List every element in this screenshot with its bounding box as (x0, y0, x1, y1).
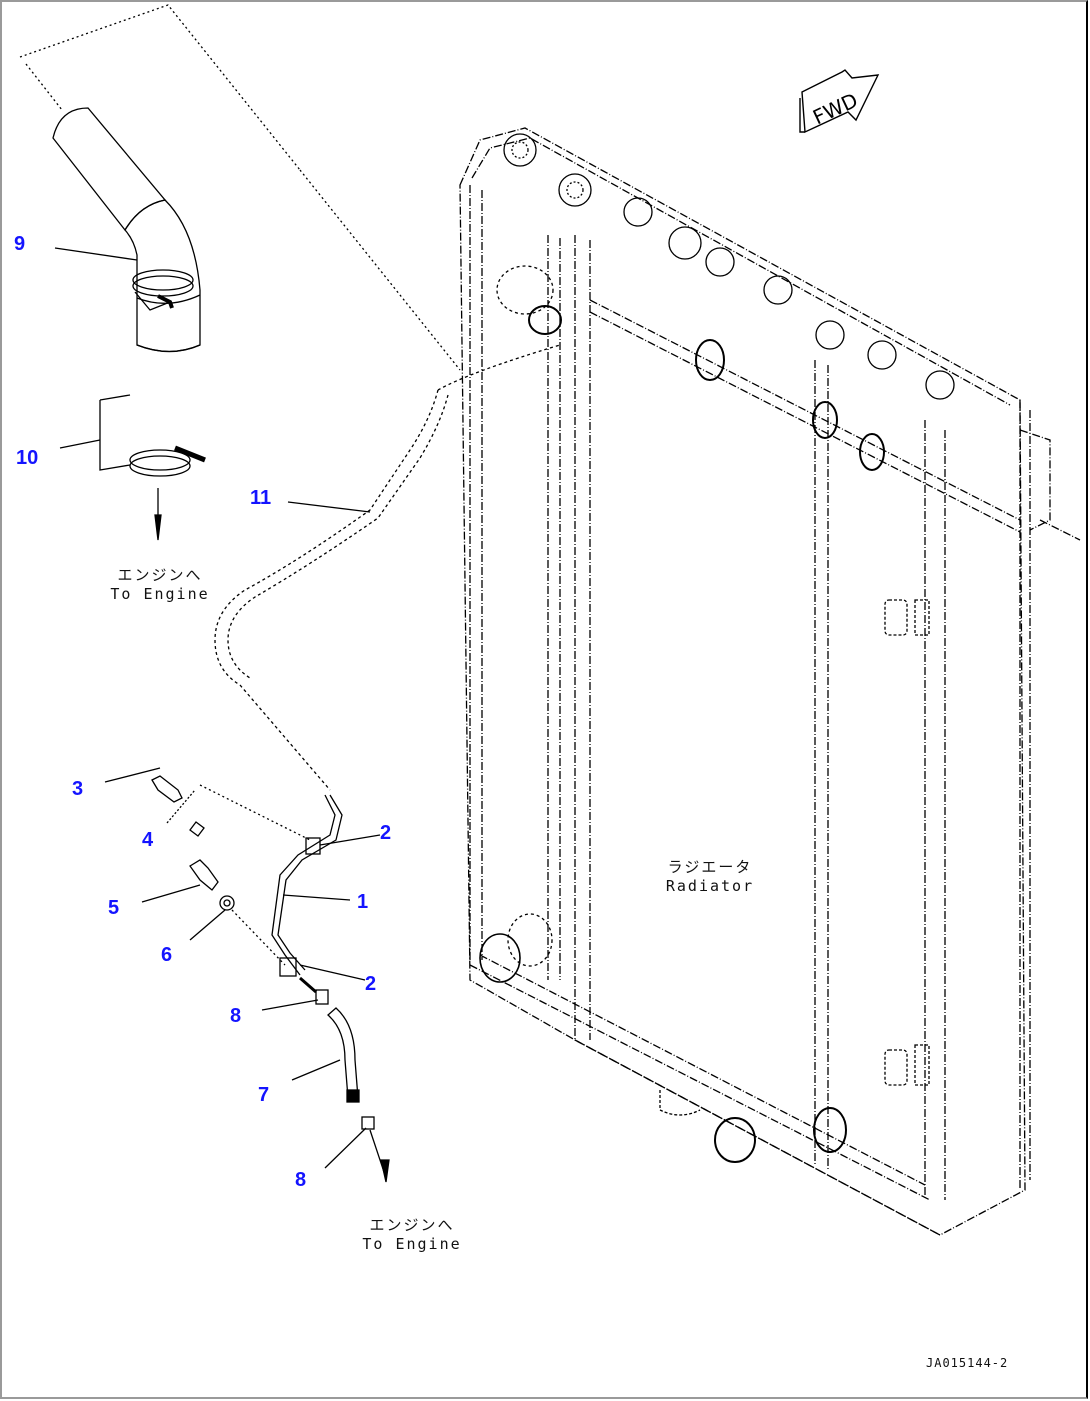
radiator-assembly (459, 127, 1081, 1236)
leader-3 (104, 767, 161, 783)
radiator-label-jp: ラジエータ (667, 858, 753, 876)
callout-part-8-lower[interactable]: 8 (295, 1169, 307, 1191)
note-to-engine-lower: エンジンへ To Engine (352, 1216, 472, 1254)
leader-5 (141, 884, 201, 903)
leader-11 (287, 501, 371, 513)
nut-part-8-lower (361, 1116, 375, 1130)
radiator-label: ラジエータ Radiator (640, 858, 780, 896)
bolt-part-5 (189, 859, 219, 891)
radiator-label-en: Radiator (665, 877, 755, 895)
callout-part-2-upper[interactable]: 2 (380, 822, 392, 844)
leader-2-lower (299, 964, 366, 981)
fwd-label: FWD (809, 88, 861, 129)
leader-7 (291, 1059, 341, 1081)
leader-1 (282, 894, 351, 901)
leader-4 (166, 789, 196, 824)
callout-part-7[interactable]: 7 (258, 1084, 270, 1106)
clamp-part-2-lower (279, 957, 297, 977)
note-to-engine-upper: エンジンへ To Engine (100, 566, 220, 604)
nut-part-8-upper (315, 989, 329, 1005)
hose-part-7 (327, 1007, 360, 1103)
cap (503, 133, 537, 167)
leader-8-lower (324, 1127, 367, 1169)
callout-part-11[interactable]: 11 (250, 487, 272, 509)
phantom-outline (19, 4, 461, 371)
callout-part-6[interactable]: 6 (161, 944, 173, 966)
note-label-jp: エンジンへ (369, 1216, 455, 1234)
callout-part-3[interactable]: 3 (72, 778, 84, 800)
washer-part-4 (189, 821, 205, 837)
leader-9 (54, 247, 138, 261)
callout-part-2-lower[interactable]: 2 (365, 973, 377, 995)
bolt-part-3 (151, 775, 183, 803)
callout-part-10[interactable]: 10 (16, 447, 39, 469)
callout-part-9[interactable]: 9 (14, 233, 26, 255)
radiator-details (479, 133, 955, 1163)
note-label-jp: エンジンへ (117, 566, 203, 584)
hose-clamps-part-10 (59, 269, 206, 541)
callout-part-4[interactable]: 4 (142, 829, 154, 851)
clamp-part-2-upper (305, 837, 321, 855)
note-label-en: To Engine (362, 1235, 462, 1253)
pipe-part-1 (271, 794, 343, 976)
leader-6 (189, 909, 226, 941)
callout-part-8-upper[interactable]: 8 (230, 1005, 242, 1027)
drawing-id: JA015144-2 (926, 1356, 1009, 1370)
tube-part-11 (214, 344, 561, 791)
note-label-en: To Engine (110, 585, 210, 603)
callout-part-5[interactable]: 5 (108, 897, 120, 919)
callout-part-1[interactable]: 1 (357, 891, 369, 913)
washer-part-6 (219, 895, 235, 911)
leader-2-upper (319, 834, 381, 846)
leader-8-upper (261, 999, 319, 1011)
fwd-direction-arrow (799, 69, 880, 134)
elbow-hose-part-9 (52, 107, 201, 353)
